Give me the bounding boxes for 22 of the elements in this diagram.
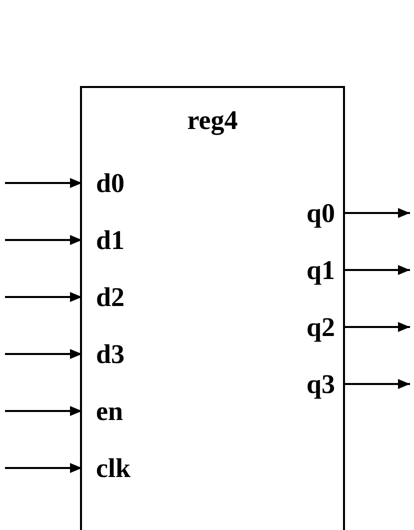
pin-label: d1 (82, 224, 125, 256)
arrow (343, 322, 410, 332)
pin-label: clk (82, 452, 131, 484)
pin-label: d2 (82, 281, 125, 313)
pin-label: q2 (306, 311, 343, 343)
arrow (5, 406, 82, 416)
pin-label: d3 (82, 338, 125, 370)
arrow (343, 208, 410, 218)
arrow (5, 178, 82, 188)
arrow (5, 349, 82, 359)
pin-label: en (82, 395, 123, 427)
register-block (80, 86, 345, 530)
arrow (343, 265, 410, 275)
pin-label: q3 (306, 368, 343, 400)
arrow (5, 463, 82, 473)
pin-label: q0 (306, 197, 343, 229)
pin-label: d0 (82, 167, 125, 199)
pin-label: q1 (306, 254, 343, 286)
arrow (5, 292, 82, 302)
block-title: reg4 (186, 104, 239, 136)
arrow (5, 235, 82, 245)
arrow (343, 379, 410, 389)
